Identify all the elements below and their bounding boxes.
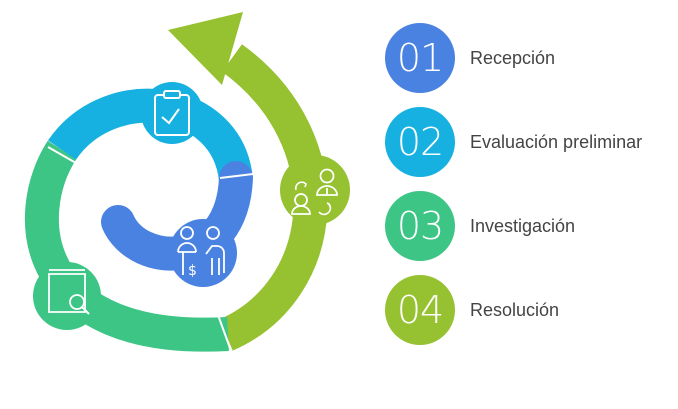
step-resolucion: 04 Resolución bbox=[385, 275, 675, 345]
arrow-head bbox=[168, 12, 243, 85]
step-label: Resolución bbox=[470, 299, 560, 320]
step-number-badge: 04 bbox=[385, 275, 455, 345]
step-label: Investigación bbox=[470, 215, 576, 236]
svg-text:$: $ bbox=[188, 263, 197, 279]
document-search-icon bbox=[33, 262, 101, 330]
step-recepcion: 01 Recepción bbox=[385, 23, 675, 93]
handoff-people-icon bbox=[280, 155, 350, 225]
client-payment-icon: $ bbox=[169, 219, 237, 287]
step-investigacion: 03 Investigación bbox=[385, 191, 675, 261]
step-number-badge: 02 bbox=[385, 107, 455, 177]
step-label: Recepción bbox=[470, 47, 556, 68]
step-number-badge: 03 bbox=[385, 191, 455, 261]
clipboard-check-icon bbox=[141, 82, 203, 144]
step-evaluacion-preliminar: 02 Evaluación preliminar bbox=[385, 107, 675, 177]
step-number-badge: 01 bbox=[385, 23, 455, 93]
step-label: Evaluación preliminar bbox=[470, 131, 643, 152]
